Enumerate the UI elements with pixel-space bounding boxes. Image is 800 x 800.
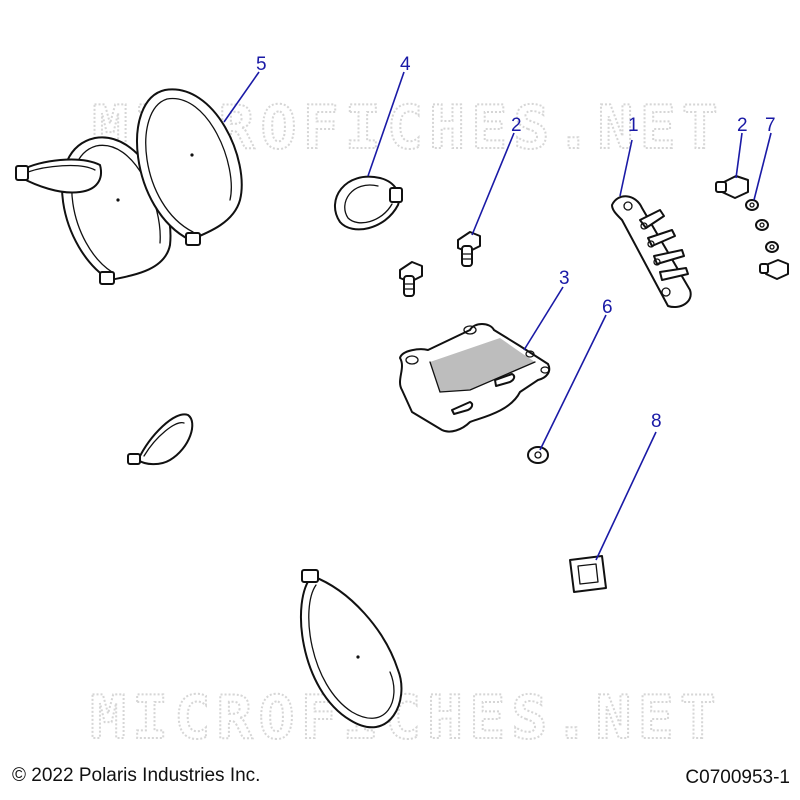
leader-1 xyxy=(619,139,633,197)
leader-6 xyxy=(539,314,607,451)
flange-bolt-center xyxy=(457,231,481,267)
cable-tie-large-single xyxy=(300,569,403,729)
leader-4 xyxy=(367,71,405,177)
callout-5: 5 xyxy=(256,54,267,75)
leader-7 xyxy=(753,132,772,201)
leader-5 xyxy=(223,71,260,123)
cable-tie-large-double xyxy=(15,88,243,285)
leader-8 xyxy=(595,431,657,561)
cable-tie-small xyxy=(127,413,194,466)
hose-clamp xyxy=(334,175,403,231)
push-clip xyxy=(569,555,607,593)
callout-4: 4 xyxy=(400,54,411,75)
flange-nut xyxy=(527,446,549,464)
leader-2-center xyxy=(471,132,515,236)
figure-id: C0700953-1 xyxy=(685,767,790,788)
callout-6: 6 xyxy=(602,297,613,318)
leader-3 xyxy=(523,286,564,351)
terminal-block xyxy=(611,195,692,308)
copyright-notice: © 2022 Polaris Industries Inc. xyxy=(12,765,261,786)
flange-bolt-left xyxy=(399,261,423,297)
callout-8: 8 xyxy=(651,411,662,432)
callout-1: 1 xyxy=(628,115,639,136)
callout-2-center: 2 xyxy=(511,115,522,136)
callout-7: 7 xyxy=(765,115,776,136)
watermark-bottom: MICROFICHES.NET xyxy=(90,683,722,753)
callout-3: 3 xyxy=(559,268,570,289)
hardware-right-column xyxy=(715,175,789,280)
mounting-bracket xyxy=(399,323,551,433)
leader-2-right xyxy=(735,132,743,179)
callout-2-right: 2 xyxy=(737,115,748,136)
